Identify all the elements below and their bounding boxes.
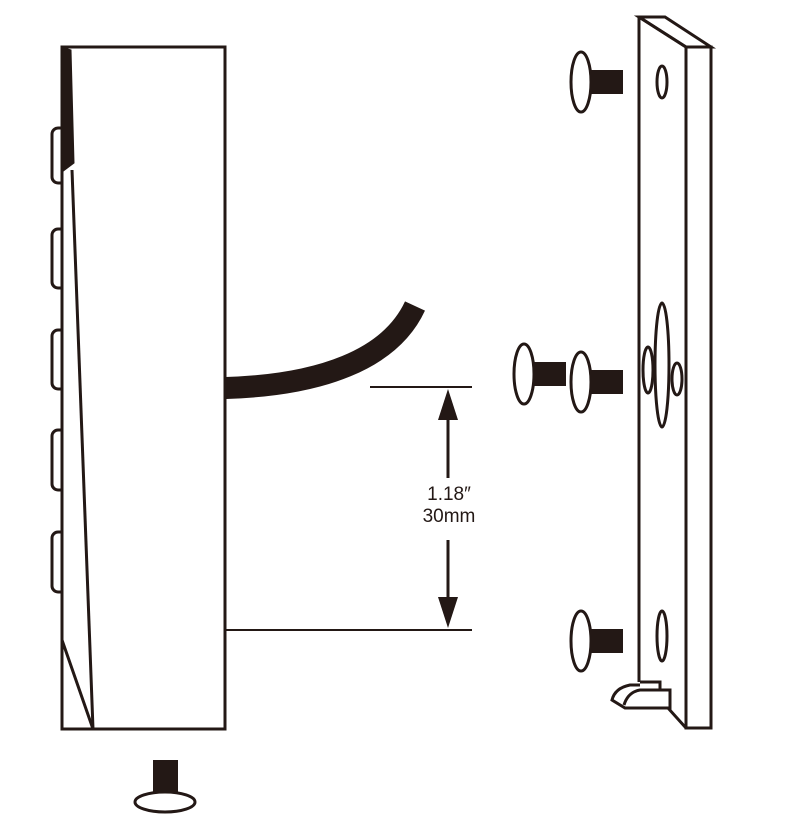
device-back-panel — [60, 45, 227, 731]
screw-head — [569, 609, 593, 673]
arrow-down-icon — [438, 597, 458, 628]
keypad-button-5 — [50, 530, 61, 594]
screw-middle-right — [569, 350, 623, 414]
dimension-label: 1.18″ 30mm — [412, 484, 486, 528]
device-body — [50, 45, 227, 731]
screw-bottom-device — [133, 760, 197, 814]
screw-shank — [591, 370, 623, 394]
screw-bottom-plate — [569, 609, 623, 673]
plate-bottom-edge — [666, 706, 688, 730]
screw-head — [133, 790, 197, 814]
device-front-face — [60, 47, 95, 730]
screw-middle-left — [512, 342, 566, 406]
dimension-metric: 30mm — [422, 506, 476, 527]
screw-shank — [591, 629, 623, 653]
keypad-button-2 — [50, 227, 61, 290]
screw-shank — [153, 760, 178, 794]
plate-hole-bottom — [655, 609, 669, 663]
screw-shank — [534, 362, 566, 386]
cable — [225, 300, 425, 399]
device-front-edge — [70, 169, 95, 730]
device-top-bevel — [60, 46, 75, 173]
plate-top-face — [633, 15, 717, 49]
keypad-button-4 — [50, 428, 61, 492]
arrow-up-icon — [438, 389, 458, 420]
keypad-button-1 — [50, 126, 61, 185]
plate-front-edge — [638, 15, 687, 49]
plate-hole-center-large — [653, 301, 671, 429]
screw-shank — [591, 70, 623, 94]
plate-hole-center-right — [670, 361, 684, 397]
screw-head — [569, 350, 593, 414]
dimension-imperial: 1.18″ — [427, 484, 471, 505]
plate-hole-center-left — [641, 345, 655, 395]
screw-top — [569, 50, 623, 114]
plate-latch-hook-inner — [622, 688, 660, 706]
plate-latch-hook — [610, 680, 672, 710]
screw-head — [512, 342, 536, 406]
keypad-button-3 — [50, 328, 61, 391]
screw-head — [569, 50, 593, 114]
mounting-plate — [610, 15, 717, 730]
plate-side-face — [684, 45, 713, 730]
dimension-indicator — [226, 386, 472, 631]
plate-hole-top — [655, 64, 669, 100]
